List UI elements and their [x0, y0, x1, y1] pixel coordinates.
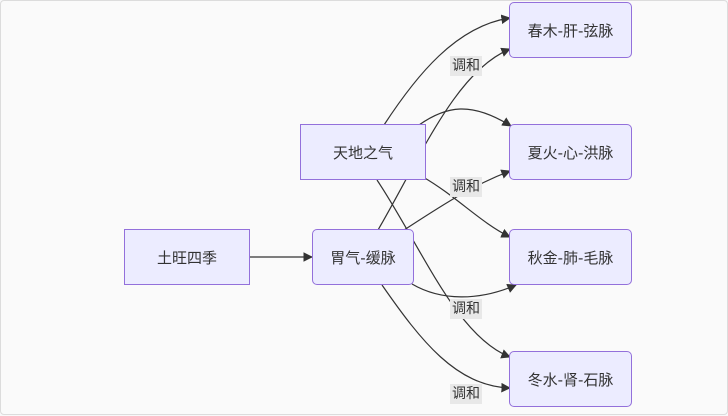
node-tiandi: 天地之气 — [300, 124, 426, 180]
edge-label-chun: 调和 — [450, 56, 482, 76]
edge-tiandi-to-chun — [383, 14, 511, 126]
edge-label-dong: 调和 — [450, 384, 482, 404]
edge-weiqi-to-chun — [377, 47, 511, 231]
edge-tiandi-to-xia — [418, 108, 512, 127]
edge-label-qiu: 调和 — [450, 299, 482, 319]
edge-weiqi-to-xia — [403, 169, 511, 231]
node-tuwang: 土旺四季 — [124, 229, 250, 285]
node-chun: 春木-肝-弦脉 — [509, 2, 632, 58]
node-weiqi: 胃气-缓脉 — [312, 229, 414, 285]
node-qiu: 秋金-肺-毛脉 — [509, 229, 632, 285]
edge-weiqi-to-qiu — [411, 283, 517, 298]
node-dong: 冬水-肾-石脉 — [509, 351, 632, 407]
edge-tiandi-to-dong — [376, 179, 511, 359]
edge-weiqi-to-dong — [381, 284, 511, 393]
edge-label-xia: 调和 — [450, 177, 482, 197]
edge-tiandi-to-qiu — [422, 176, 511, 238]
node-xia: 夏火-心-洪脉 — [509, 124, 632, 180]
